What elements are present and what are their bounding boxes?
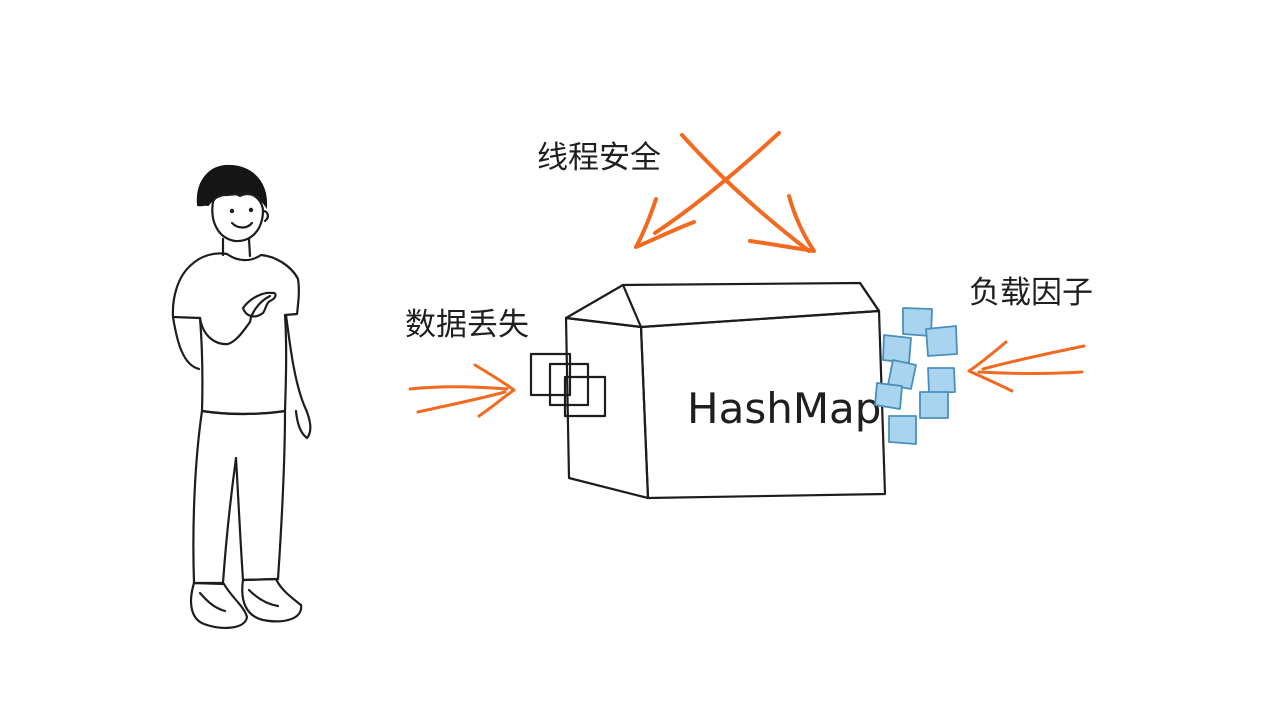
label-data-loss: 数据丢失 [405,307,529,343]
box-icon: HashMap [564,281,887,500]
person-shoe-laces [198,588,280,613]
box-top-flap [621,283,643,329]
person-head [211,192,265,243]
box-title: HashMap [687,384,881,433]
box-top-right-flap [858,281,881,313]
person-pants [192,409,287,585]
arrows [408,131,1086,418]
person-eye-left [229,208,235,214]
thread-safety-arrows [634,131,816,253]
labels: 线程安全 数据丢失 负载因子 [405,140,1093,343]
stacked-papers-icon [529,352,607,418]
person-left-arm [284,313,312,440]
person-eye-right [248,207,254,213]
box-left-top [564,281,881,329]
sticky-notes-icon [874,307,958,445]
label-thread-safety: 线程安全 [537,140,661,176]
data-loss-arrows [408,363,516,418]
person-pointing-icon [171,164,312,629]
person-shoe-left [189,581,249,629]
box-side [564,316,650,500]
person-hand [241,291,277,318]
person-arm [198,294,272,346]
person-shoe-right [241,577,303,623]
person-smile [230,221,254,229]
load-factor-arrows [967,340,1086,393]
person-neck [221,237,252,258]
label-load-factor: 负载因子 [969,275,1093,311]
person-torso-line [171,315,201,371]
person-shirt [171,252,300,416]
person-hair [196,164,268,210]
person-ear [261,209,269,223]
